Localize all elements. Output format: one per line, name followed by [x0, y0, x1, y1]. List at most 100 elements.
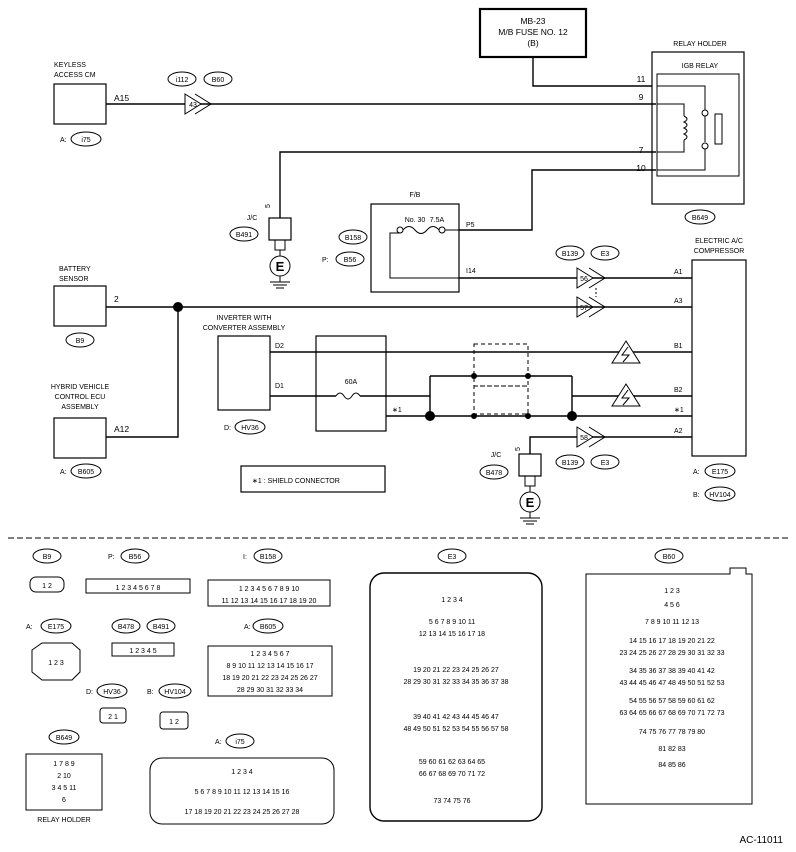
svg-text:3 4 5 11: 3 4 5 11: [52, 785, 77, 792]
compressor-connector-e175: E175: [712, 469, 728, 476]
keyless-access-cm-box: [53, 83, 107, 125]
fb-fuse-amp: 7.5A: [430, 217, 445, 224]
keyless-connector-i75: i75: [81, 137, 90, 144]
cv-b56-body: [85, 578, 191, 594]
hv-warning-icon-1: [611, 340, 641, 364]
fb-connector-b158: B158: [345, 235, 361, 242]
svg-text:63 64 65 66 67 68 69 70 71 72: 63 64 65 66 67 68 69 70 71 72 73: [619, 710, 724, 717]
battery-connector-b9: B9: [76, 338, 85, 345]
inverter-pin-d2: D2: [275, 343, 284, 350]
compressor-pin-a2: A2: [674, 428, 683, 435]
ecu-connector-b605: B605: [78, 469, 94, 476]
cv-b60-body: [585, 567, 753, 805]
e3-bottom-connector: E3: [601, 460, 610, 467]
cv-b649-label: B649: [56, 735, 72, 742]
compressor-pin-b1: B1: [674, 343, 683, 350]
svg-text:6: 6: [62, 797, 66, 804]
svg-text:34 35 36 37 38 39 40 41 42: 34 35 36 37 38 39 40 41 42: [629, 668, 715, 675]
compressor-title-2: COMPRESSOR: [694, 248, 745, 255]
igb-relay-label: IGB RELAY: [682, 63, 719, 70]
compressor-pin-a1: A1: [674, 269, 683, 276]
fb-box: [370, 203, 460, 293]
keyless-title-2: ACCESS CM: [54, 72, 96, 79]
star-label-left: ∗1: [392, 407, 402, 414]
svg-text:81 82 83: 81 82 83: [658, 746, 685, 753]
cv-i75-label: i75: [235, 739, 244, 746]
keyless-pin-a15: A15: [114, 93, 129, 103]
hybrid-ecu-box: [53, 417, 107, 459]
relay-coil: [682, 115, 688, 141]
svg-text:1 2: 1 2: [169, 719, 179, 726]
cv-b9-body: [29, 576, 65, 593]
ecu-title-1: HYBRID VEHICLE: [51, 384, 110, 391]
svg-text:1 2 3 4 5: 1 2 3 4 5: [129, 648, 156, 655]
fuse-60a-symbol: [335, 392, 361, 400]
cv-e3-body: [369, 572, 543, 822]
svg-text:19 20 21 22 23 24 25 26 27: 19 20 21 22 23 24 25 26 27: [413, 667, 499, 674]
cv-b605-label: B605: [260, 624, 276, 631]
legend-text: ∗1 : SHIELD CONNECTOR: [252, 478, 340, 485]
cv-b158-prefix: I:: [243, 554, 247, 561]
e3-top-connector: E3: [601, 251, 610, 258]
cv-b605-prefix: A:: [244, 624, 251, 631]
cv-hv104-body: [159, 711, 189, 730]
relay-connector-b649: B649: [692, 215, 708, 222]
conn-pin-58: 58: [580, 435, 588, 442]
relay-contact-bottom: [701, 142, 709, 150]
connector-43-symbol: [184, 93, 202, 115]
shield-box-bottom: [473, 385, 529, 415]
cv-i75-prefix: A:: [215, 739, 222, 746]
relay-pin-10: 10: [636, 163, 646, 173]
svg-text:28 29 30 31 32 33 34 35 36 37: 28 29 30 31 32 33 34 35 36 37 38: [403, 679, 508, 686]
cv-hv104-label: HV104: [164, 689, 186, 696]
svg-text:1 7 8 9: 1 7 8 9: [53, 761, 75, 768]
fb-title: F/B: [410, 192, 421, 199]
cv-e175-prefix: A:: [26, 624, 33, 631]
fb-pin-p5: P5: [466, 222, 475, 229]
legend-box: [240, 465, 386, 493]
wire-junction-to-ecu: [106, 307, 179, 438]
mb-fuse-line3: (B): [527, 38, 539, 48]
svg-text:14 15 16 17 18 19 20 21 22: 14 15 16 17 18 19 20 21 22: [629, 638, 715, 645]
svg-text:4 5 6: 4 5 6: [664, 602, 680, 609]
fb-connector-b56: B56: [344, 257, 357, 264]
svg-text:1 2 3 4 5 6 7 8: 1 2 3 4 5 6 7 8: [116, 585, 161, 592]
svg-text:54 55 56 57 58 59 60 61 62: 54 55 56 57 58 59 60 61 62: [629, 698, 715, 705]
jc1-label: J/C: [247, 215, 258, 222]
connector-i112: i112: [176, 77, 189, 84]
battery-sensor-box: [53, 285, 107, 327]
ground-1-label: E: [276, 259, 285, 274]
svg-text:7 8 9 10 11 12 13: 7 8 9 10 11 12 13: [645, 619, 699, 626]
hv-warning-icon-2: [611, 383, 641, 407]
battery-title-2: SENSOR: [59, 276, 89, 283]
relay-holder-title: RELAY HOLDER: [673, 41, 726, 48]
svg-text:84 85 86: 84 85 86: [658, 762, 685, 769]
cv-hv36-label: HV36: [103, 689, 121, 696]
wire-a2-to-jc2: [529, 436, 692, 454]
svg-text:1 2 3 4 5 6 7 8 9 10: 1 2 3 4 5 6 7 8 9 10: [239, 586, 299, 593]
svg-text:2 10: 2 10: [57, 773, 71, 780]
relay-holder-box: [651, 51, 745, 205]
relay-switch-bar: [714, 113, 723, 145]
keyless-title-1: KEYLESS: [54, 62, 86, 69]
cv-hv36-body: [99, 707, 127, 724]
inverter-title-1: INVERTER WITH: [216, 315, 271, 322]
cv-e175-body: [31, 642, 81, 681]
compressor-pin-b2: B2: [674, 387, 683, 394]
svg-text:1 2: 1 2: [42, 583, 52, 590]
compressor-b-prefix: B:: [693, 492, 700, 499]
ecu-title-3: ASSEMBLY: [61, 404, 99, 411]
ground-2-label: E: [526, 495, 535, 510]
wire-relay7-to-jc1: [279, 151, 656, 218]
compressor-title-1: ELECTRIC A/C: [695, 238, 743, 245]
svg-text:5 6 7 8 9 10 11 12 13 14: 5 6 7 8 9 10 11 12 13 14 15 16: [195, 789, 290, 796]
svg-text:1 2 3: 1 2 3: [664, 588, 680, 595]
mb-fuse-line1: MB-23: [520, 16, 545, 26]
b139-bottom-connector: B139: [562, 460, 578, 467]
svg-text:66 67 68 69 70 71 72: 66 67 68 69 70 71 72: [419, 771, 485, 778]
shield-box-top: [473, 343, 529, 387]
svg-text:17 18 19 20 21 22 23 24 25: 17 18 19 20 21 22 23 24 25 26 27 28: [185, 809, 300, 816]
cv-b56-label: B56: [129, 554, 142, 561]
fb-pin-i14: I14: [466, 268, 476, 275]
cv-e175-label: E175: [48, 624, 64, 631]
